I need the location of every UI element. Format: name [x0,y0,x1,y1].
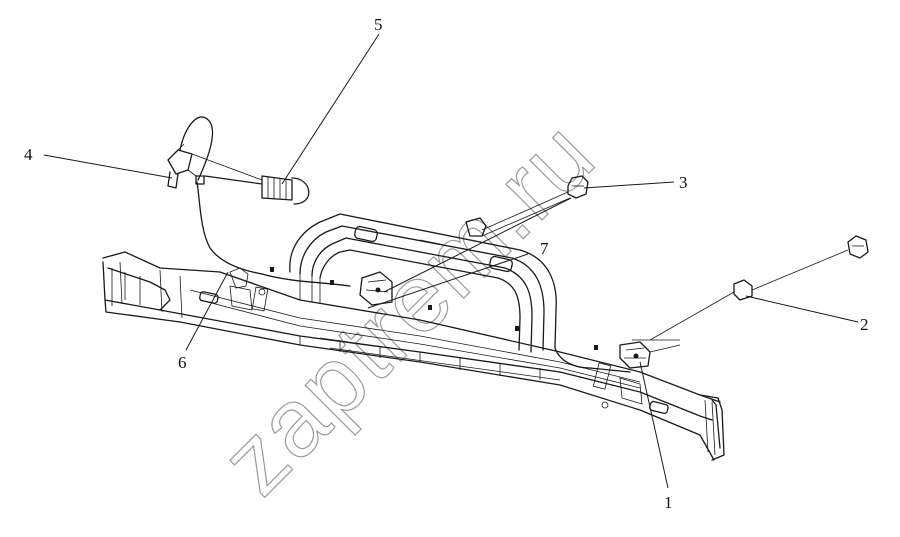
leader-2 [745,295,859,323]
callout-2: 2 [860,315,869,334]
leader-7b [383,197,572,293]
leader-3 [583,181,675,189]
leader-6 [185,271,229,351]
watermark-text: zaptrem.ru [201,101,615,515]
leader-4 [43,154,173,179]
plug-part-5 [204,175,310,205]
callout-1: 1 [664,493,673,512]
leader-lines [43,33,859,489]
callout-5: 5 [374,15,383,34]
loop-frame [229,213,631,373]
callout-labels: 5 4 3 2 7 6 1 [24,15,869,512]
leader-5 [281,33,380,185]
connector-part-4 [167,143,263,189]
main-beam [102,251,725,461]
callout-7: 7 [540,239,549,258]
callout-4: 4 [24,145,33,164]
bolt-part-3 [465,191,571,237]
callout-3: 3 [679,173,688,192]
callout-6: 6 [178,353,187,372]
leader-7 [367,253,529,309]
right-bracket [619,339,681,369]
nut-part-2 [847,235,869,259]
leader-1 [639,361,669,489]
watermark: zaptrem.ru [201,100,616,515]
cable-harness [179,116,351,287]
bolt-part-2 [649,249,849,341]
